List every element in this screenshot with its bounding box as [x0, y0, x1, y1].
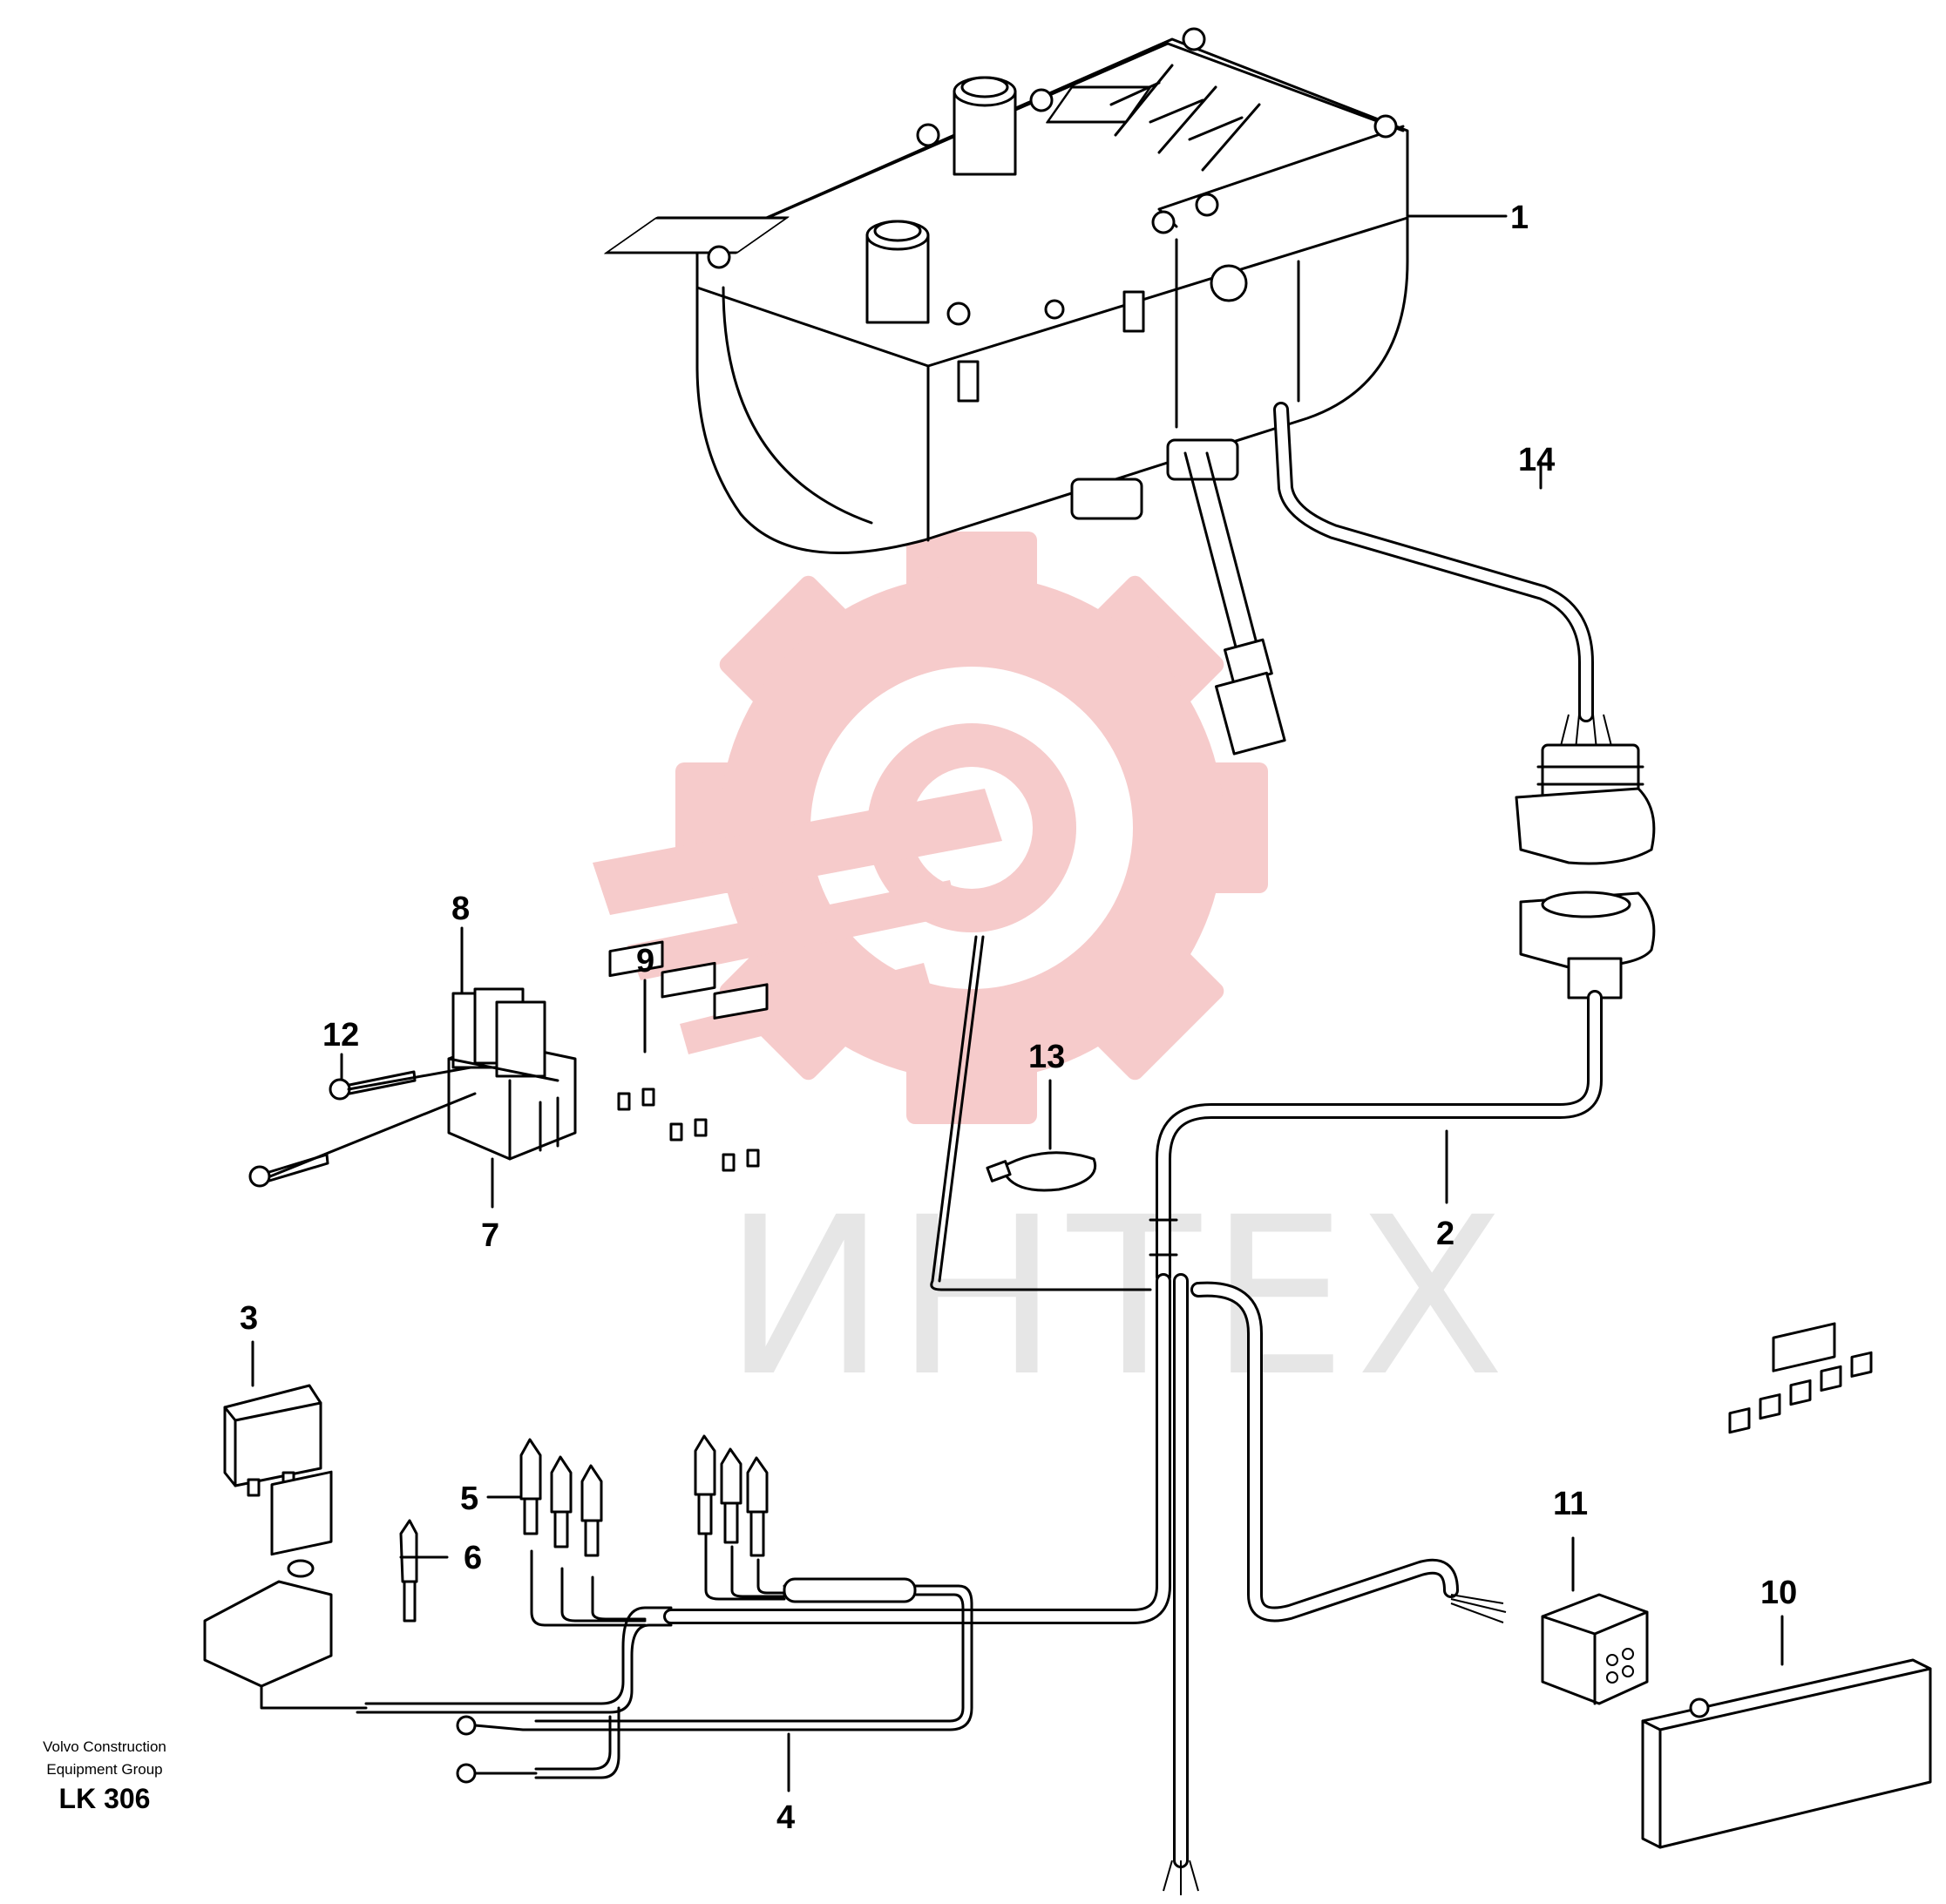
callout-9: 9: [636, 943, 654, 979]
callout-6: 6: [464, 1540, 482, 1576]
sensor-lead: [1183, 451, 1286, 756]
pins-5: [519, 1434, 769, 1557]
leader-lines: [251, 214, 1784, 1792]
watermark-logo: [593, 532, 1268, 1124]
caption-line-2: Equipment Group: [46, 1761, 163, 1778]
screws-12: [248, 1066, 477, 1188]
connector-11: [1541, 1593, 1649, 1705]
cable-4: [356, 1532, 973, 1784]
caption-line-1: Volvo Construction: [43, 1738, 166, 1755]
callout-3: 3: [240, 1300, 258, 1337]
callout-5: 5: [460, 1481, 478, 1517]
callout-1: 1: [1510, 200, 1529, 236]
callout-10: 10: [1760, 1575, 1797, 1611]
callout-4: 4: [776, 1799, 795, 1836]
thin-wire: [930, 935, 1152, 1291]
heater-unit: [604, 27, 1409, 555]
fuses-9: [608, 940, 769, 1172]
cable-2: [1149, 990, 1603, 1284]
fuse-holder: [203, 1470, 368, 1710]
fuse-block: [447, 987, 577, 1161]
callout-12: 12: [322, 1017, 359, 1054]
caption-code: LK 306: [58, 1783, 151, 1814]
callout-11: 11: [1553, 1486, 1588, 1522]
harness-trunk: [663, 1273, 1507, 1895]
cable-tie-13: [986, 1151, 1096, 1192]
watermark-text: ИНТЕХ: [723, 1170, 1514, 1424]
cable-14: [1273, 402, 1656, 865]
callout-2: 2: [1436, 1216, 1454, 1252]
connector-pair: [1519, 891, 1656, 999]
callout-13: 13: [1028, 1039, 1065, 1075]
callout-8: 8: [451, 891, 470, 927]
callout-14: 14: [1518, 442, 1555, 478]
control-panel-10: [1641, 1322, 1932, 1849]
diagram-caption: Volvo Construction Equipment Group LK 30…: [17, 1736, 192, 1816]
pin-6: [399, 1519, 418, 1623]
callout-7: 7: [481, 1217, 499, 1254]
